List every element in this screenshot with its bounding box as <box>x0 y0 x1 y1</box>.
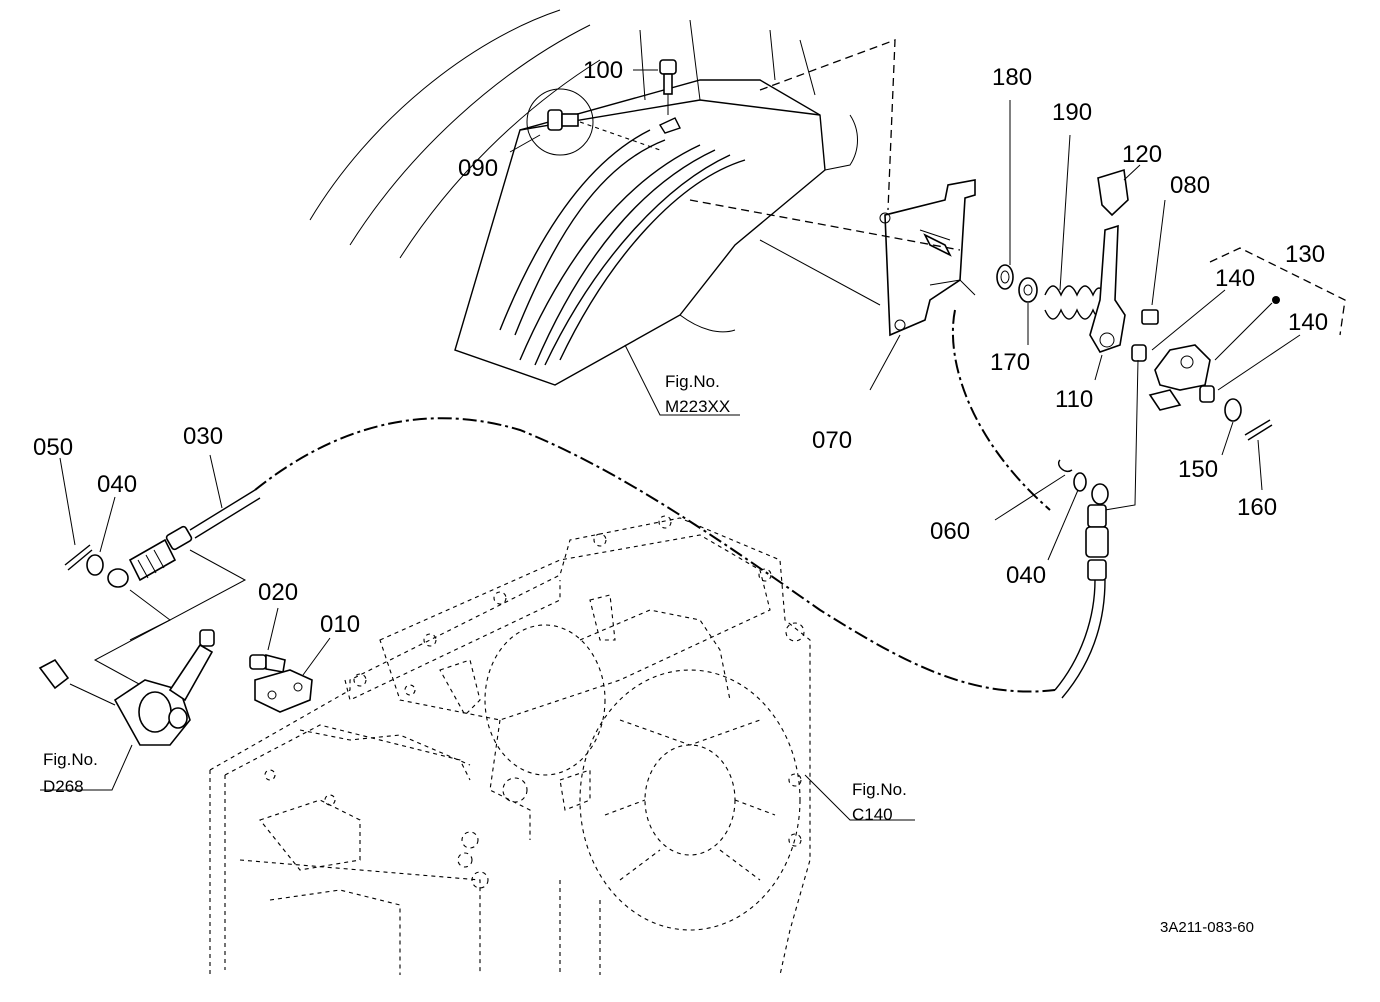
label-010: 010 <box>320 611 360 638</box>
bolt-100 <box>659 59 677 115</box>
nut-080 <box>1141 199 1166 325</box>
label-090: 090 <box>458 155 498 182</box>
transmission-case <box>209 515 915 976</box>
pin-160 <box>1244 419 1273 491</box>
fender-outline <box>309 9 896 259</box>
washer-040-left <box>86 496 116 576</box>
knob-120 <box>1097 164 1141 217</box>
label-170: 170 <box>990 349 1030 376</box>
label-100: 100 <box>583 57 623 84</box>
bracket-070 <box>689 179 976 391</box>
label-020: 020 <box>258 579 298 606</box>
label-110: 110 <box>1055 386 1093 413</box>
label-140-upper: 140 <box>1215 265 1255 292</box>
label-190: 190 <box>1052 99 1092 126</box>
arm-130 <box>1131 247 1346 411</box>
washer-170 <box>1018 277 1038 345</box>
bracket-010 <box>254 637 331 713</box>
label-180: 180 <box>992 64 1032 91</box>
label-070: 070 <box>812 427 852 454</box>
cable-lever-frame <box>93 549 247 691</box>
label-040-left: 040 <box>97 471 137 498</box>
ref-d268-line1: Fig.No. <box>43 750 98 769</box>
figure-references: Fig.No. M223XX Fig.No. D268 Fig.No. C140 <box>43 372 907 824</box>
lever-d268 <box>38 629 215 791</box>
label-140-lower: 140 <box>1288 309 1328 336</box>
ref-m223-line2: M223XX <box>665 397 730 416</box>
step-plate <box>454 79 858 386</box>
pin-050 <box>59 457 93 571</box>
ref-c140-line1: Fig.No. <box>852 780 907 799</box>
label-160: 160 <box>1237 494 1277 521</box>
washer-150 <box>1221 398 1242 456</box>
cable-030 <box>107 454 261 588</box>
ref-m223-line1: Fig.No. <box>665 372 720 391</box>
link-rod <box>951 309 1139 511</box>
spring-190 <box>1044 134 1106 320</box>
label-030: 030 <box>183 423 223 450</box>
label-130: 130 <box>1285 241 1325 268</box>
cable-030-route <box>254 417 1056 693</box>
bolt-020 <box>249 607 286 673</box>
label-040-right: 040 <box>1006 562 1046 589</box>
collar-140 <box>1199 334 1301 403</box>
cable-end-right <box>994 459 1109 699</box>
label-150: 150 <box>1178 456 1218 483</box>
ref-c140-line2: C140 <box>852 805 893 824</box>
label-080: 080 <box>1170 172 1210 199</box>
ring-180 <box>996 100 1014 290</box>
bolt-090 <box>509 88 661 156</box>
label-060: 060 <box>930 518 970 545</box>
label-120: 120 <box>1122 141 1162 168</box>
lever-110 <box>1089 224 1126 381</box>
m223-leader <box>624 344 740 416</box>
part-labels: 100 090 180 190 120 080 130 140 140 170 … <box>33 57 1328 638</box>
label-050: 050 <box>33 434 73 461</box>
ref-d268-line2: D268 <box>43 777 84 796</box>
drawing-code: 3A211-083-60 <box>1160 919 1254 936</box>
